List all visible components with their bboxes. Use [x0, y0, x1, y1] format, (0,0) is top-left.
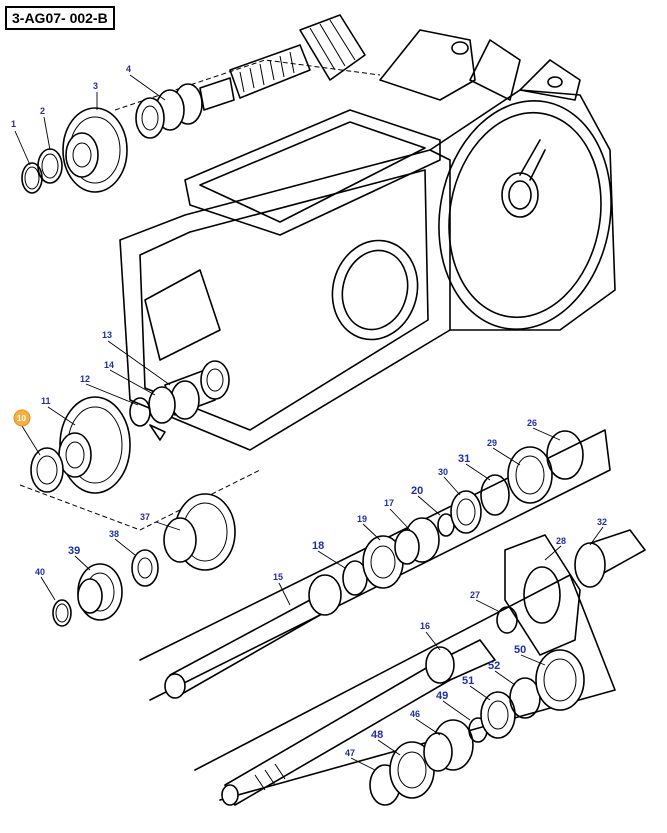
callout-2[interactable]: 2 — [40, 106, 45, 116]
part-38-bearing — [131, 549, 159, 587]
countershaft-cluster — [19, 360, 261, 531]
callout-48[interactable]: 48 — [371, 729, 383, 741]
part-32-cap — [574, 529, 646, 588]
callout-26[interactable]: 26 — [527, 418, 537, 428]
diagram-reference-code: 3-AG07- 002-B — [5, 6, 115, 30]
part-29-seal — [507, 446, 553, 504]
callout-19[interactable]: 19 — [357, 514, 367, 524]
callout-11[interactable]: 11 — [41, 396, 51, 406]
callout-3[interactable]: 3 — [93, 81, 98, 91]
callout-4[interactable]: 4 — [126, 64, 131, 74]
callout-38[interactable]: 38 — [109, 529, 119, 539]
callout-52[interactable]: 52 — [488, 660, 500, 672]
callout-50[interactable]: 50 — [514, 644, 526, 656]
part-27-o-ring — [496, 606, 518, 634]
callout-29[interactable]: 29 — [487, 438, 497, 448]
part-17-hub — [394, 517, 440, 565]
part-39-sleeve — [77, 563, 123, 621]
callout-10[interactable]: 10 — [17, 414, 26, 423]
part-46-hub — [423, 719, 474, 772]
leader-lines — [14, 74, 604, 771]
part-50-seal — [535, 649, 585, 711]
part-30-bearing — [450, 490, 482, 534]
callout-18[interactable]: 18 — [312, 540, 324, 552]
part-14-bearing — [148, 386, 176, 424]
part-51-bearing — [480, 691, 516, 739]
callout-20[interactable]: 20 — [411, 485, 423, 497]
input-shaft-assembly — [21, 14, 366, 194]
output-shaft-group — [194, 529, 646, 806]
part-13-bearing — [200, 360, 230, 400]
callout-12[interactable]: 12 — [80, 374, 90, 384]
callout-46[interactable]: 46 — [410, 709, 420, 719]
part-28-plate — [504, 534, 581, 656]
callout-17[interactable]: 17 — [384, 498, 394, 508]
part-26-o-ring — [546, 430, 584, 480]
part-3-gear — [62, 107, 128, 193]
part-12-spacer — [129, 397, 151, 427]
callout-49[interactable]: 49 — [436, 690, 448, 702]
part-37-gear — [163, 493, 236, 571]
callout-labels: 1 2 3 4 10 11 12 13 14 15 16 17 18 19 20… — [11, 64, 607, 758]
callout-31[interactable]: 31 — [458, 453, 470, 465]
callout-51[interactable]: 51 — [462, 675, 474, 687]
part-16-shaft — [221, 639, 496, 806]
part-15-shaft — [164, 574, 342, 699]
callout-47[interactable]: 47 — [345, 748, 355, 758]
callout-15[interactable]: 15 — [273, 572, 283, 582]
callout-28[interactable]: 28 — [556, 536, 566, 546]
part-11-gear — [58, 396, 131, 494]
callout-32[interactable]: 32 — [597, 517, 607, 527]
part-10-bearing — [30, 447, 64, 493]
part-48-bearing — [389, 741, 435, 799]
callout-1[interactable]: 1 — [11, 119, 16, 129]
part-4-bearing — [135, 83, 203, 139]
part-40-snap-ring — [52, 599, 72, 627]
callout-39[interactable]: 39 — [68, 545, 80, 557]
callout-37[interactable]: 37 — [140, 512, 150, 522]
main-shaft-group — [139, 429, 611, 701]
callout-16[interactable]: 16 — [420, 621, 430, 631]
callout-30[interactable]: 30 — [438, 467, 448, 477]
part-31-ring — [480, 474, 510, 516]
callout-40[interactable]: 40 — [35, 567, 45, 577]
gear-group-37-40 — [52, 493, 236, 627]
callout-14[interactable]: 14 — [104, 360, 114, 370]
callout-13[interactable]: 13 — [102, 330, 112, 340]
gearbox-housing — [114, 29, 616, 451]
highlight-marker — [13, 409, 31, 427]
callout-27[interactable]: 27 — [470, 590, 480, 600]
